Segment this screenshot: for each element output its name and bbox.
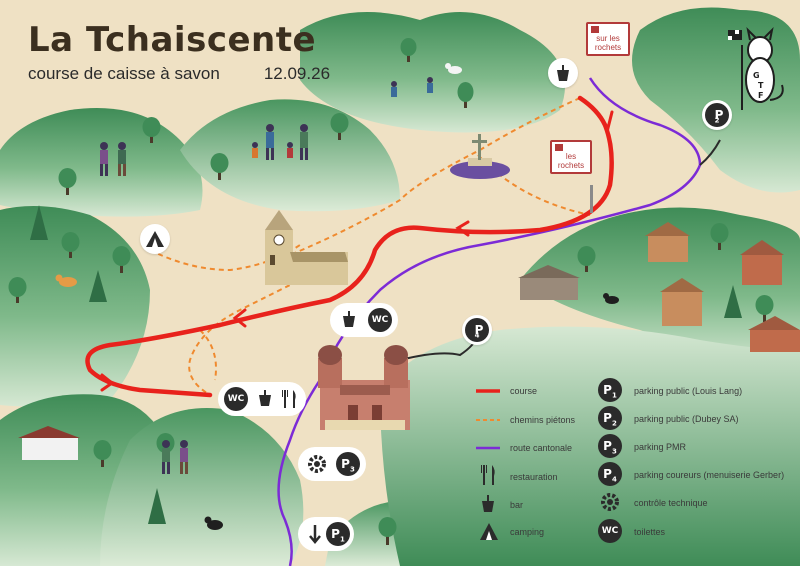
hill-left-mid [0, 206, 150, 407]
sign-top-label: sur les rochets [594, 34, 622, 52]
cat-orange [55, 274, 77, 287]
tent-icon [146, 231, 164, 247]
parking-p1-marker[interactable]: P1 [298, 517, 354, 551]
bar-marker-top[interactable] [548, 58, 578, 88]
legend-badge-p2: P2 [598, 406, 622, 430]
map-subtitle: course de caisse à savon [28, 64, 220, 83]
event-date: 12.09.26 [263, 64, 331, 83]
arrow-down-icon [309, 525, 321, 544]
legend-badge-p4: P4 [598, 462, 622, 486]
cat-mascot-logo [728, 26, 784, 110]
hill-legend-area [380, 326, 800, 566]
gear-icon [308, 455, 326, 473]
cross-memorial [450, 134, 510, 179]
hill-top-center [300, 12, 565, 133]
course-line [85, 95, 614, 398]
legend-road-label: route cantonale [510, 443, 573, 453]
svg-text:T: T [758, 81, 764, 90]
cat-black-right [603, 293, 619, 304]
services-bar-wc[interactable]: WC [330, 303, 398, 337]
badge-p3: P3 [336, 452, 360, 476]
legend-bar-label: bar [510, 500, 524, 510]
cup-icon [482, 495, 494, 512]
legend-p4-label: parking coureurs (menuiserie Gerber) [634, 470, 785, 480]
players [391, 77, 433, 97]
technical-control-p3[interactable]: P3 [298, 447, 366, 481]
wc-badge: WC [224, 387, 248, 411]
cup-icon [259, 390, 271, 406]
camping-marker[interactable] [140, 224, 170, 254]
houses [18, 222, 800, 460]
legend-course-label: course [510, 386, 538, 396]
sign-sur-les-rochets: sur les rochets [586, 22, 630, 56]
church [265, 210, 348, 285]
cup-icon [343, 311, 355, 327]
legend-badge-p3: P3 [598, 434, 622, 458]
sign-mid-label: les rochets [557, 152, 585, 170]
mascot-lettering: G [753, 71, 760, 80]
legend-wc-badge: WC [598, 519, 622, 543]
family-group [252, 124, 308, 160]
legend-control-label: contrôle technique [634, 498, 708, 508]
legend-pedestrian-label: chemins piétons [510, 415, 576, 425]
legend-camping-label: camping [510, 527, 545, 537]
wc-badge: WC [368, 308, 392, 332]
legend-restaurant-label: restauration [510, 472, 558, 482]
cat-black-bottom [204, 516, 223, 530]
fork-knife-icon [481, 465, 495, 485]
legend-swatches [476, 389, 500, 450]
services-wc-bar-restaurant[interactable]: WC [218, 382, 306, 416]
legend-badge-p1: P1 [598, 378, 622, 402]
fork-knife-icon [282, 390, 296, 408]
route-cantonale-line [277, 77, 702, 566]
route-branch-p2 [699, 139, 721, 166]
sign-les-rochets: les rochets [550, 140, 592, 174]
gear-icon [601, 493, 619, 511]
hill-bottom-center [100, 408, 304, 566]
tent-icon [480, 523, 498, 540]
hikers-bottom [162, 440, 188, 474]
cup-icon [557, 65, 569, 81]
legend-p2-label: parking public (Dubey SA) [634, 414, 739, 424]
castle [318, 345, 410, 430]
goat [445, 63, 462, 74]
hikers-top-left [100, 142, 126, 176]
svg-text:F: F [758, 91, 763, 100]
legend-p3-label: parking PMR [634, 442, 687, 452]
legend-p1-label: parking public (Louis Lang) [634, 386, 743, 396]
course-arrows [100, 110, 614, 392]
legend-wc-label: toilettes [634, 527, 666, 537]
badge-p1: P1 [326, 522, 350, 546]
map-title: La Tchaiscente [28, 20, 317, 60]
title-block: La Tchaiscente course de caisse à savon … [28, 20, 330, 84]
